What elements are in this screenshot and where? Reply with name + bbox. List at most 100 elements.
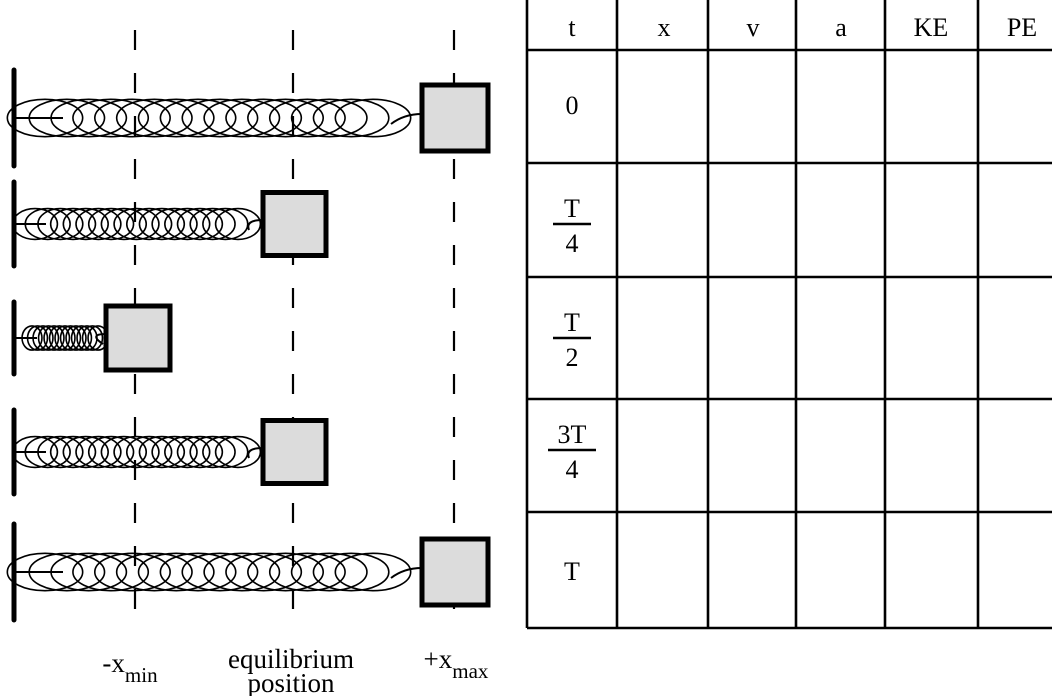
spring-coil <box>214 435 262 469</box>
spring-coil <box>43 325 65 351</box>
spring-system-4 <box>11 407 329 497</box>
spring-coil <box>189 435 236 469</box>
spring-coil <box>151 207 198 241</box>
spring-coil <box>26 325 49 351</box>
spring-coil <box>37 325 60 351</box>
spring-coil <box>100 207 148 241</box>
table-time-column: 0 T 4 T 2 3T 4 T <box>548 91 596 586</box>
mass-block <box>419 536 491 608</box>
spring-coil <box>247 552 325 592</box>
spring-coil <box>113 435 160 469</box>
spring-coil <box>290 98 368 138</box>
spring-tail-wire <box>247 447 264 459</box>
position-labels: -xmin equilibrium position +xmax <box>102 644 489 696</box>
spring-coil <box>81 325 104 351</box>
spring-coil <box>62 207 109 241</box>
spring-coil <box>115 98 193 138</box>
spring-coil <box>334 98 412 138</box>
mass-block <box>103 303 173 373</box>
spring-coil <box>21 325 43 351</box>
spring-coil <box>137 552 215 592</box>
spring-tail-wire <box>247 219 264 231</box>
xmin-label: -xmin <box>102 648 158 687</box>
spring-coil <box>164 207 211 241</box>
spring-coil <box>138 435 186 469</box>
spring-coil <box>176 207 224 241</box>
spring-coil <box>28 552 106 592</box>
spring-coil <box>37 435 84 469</box>
header-t: t <box>568 13 576 42</box>
spring-system-5 <box>6 521 491 623</box>
spring-coil <box>151 435 198 469</box>
spring-coil <box>202 435 249 469</box>
spring-coil <box>159 98 237 138</box>
spring-coil <box>93 98 171 138</box>
mass-block <box>419 82 491 154</box>
spring-coil <box>214 207 262 241</box>
spring-coil <box>113 207 160 241</box>
spring-coil <box>24 435 71 469</box>
spring-system-1 <box>6 67 491 169</box>
header-ke: KE <box>914 13 949 42</box>
spring-coil <box>50 98 128 138</box>
spring-coil <box>268 552 346 592</box>
spring-coil <box>137 98 215 138</box>
spring-system-3 <box>11 299 173 377</box>
spring-coil <box>125 207 173 241</box>
spring-coil <box>138 207 186 241</box>
spring-tail-wire <box>390 113 423 125</box>
spring-coil <box>334 552 412 592</box>
spring-coil <box>115 552 193 592</box>
spring-coil <box>75 435 122 469</box>
row-time-3t4-num: 3T <box>558 420 587 449</box>
spring-system-2 <box>11 179 329 269</box>
header-pe: PE <box>1007 13 1037 42</box>
spring-coil <box>50 552 128 592</box>
spring-coil <box>6 552 84 592</box>
spring-coil <box>59 325 82 351</box>
row-time-t2-den: 2 <box>566 343 579 372</box>
spring-coil <box>159 552 237 592</box>
spring-coil <box>49 207 97 241</box>
spring-coil <box>11 435 59 469</box>
row-time-t2-num: T <box>564 308 580 337</box>
spring-coil <box>225 552 303 592</box>
equilibrium-label: equilibrium <box>228 644 354 674</box>
spring-coil <box>72 552 150 592</box>
spring-coil <box>100 435 148 469</box>
xmax-label: +xmax <box>424 644 489 683</box>
spring-coil <box>72 98 150 138</box>
spring-coil <box>203 98 281 138</box>
spring-coil <box>290 552 368 592</box>
header-v: v <box>747 13 760 42</box>
spring-coil <box>93 552 171 592</box>
spring-mass-systems <box>6 67 491 623</box>
spring-coil <box>247 98 325 138</box>
spring-coil <box>164 435 211 469</box>
row-time-t4-num: T <box>564 194 580 223</box>
row-time-3t4-den: 4 <box>566 455 579 484</box>
spring-coil <box>312 98 390 138</box>
mass-block <box>260 190 329 258</box>
row-time-t: T <box>564 557 580 586</box>
header-a: a <box>835 13 847 42</box>
spring-coil <box>202 207 249 241</box>
spring-coil <box>181 552 259 592</box>
spring-tail-wire <box>95 333 107 345</box>
spring-coil <box>225 98 303 138</box>
header-x: x <box>658 13 671 42</box>
mass-block <box>260 418 329 486</box>
spring-coil <box>65 325 87 351</box>
spring-coil <box>48 325 71 351</box>
spring-tail-wire <box>390 567 423 579</box>
spring-coil <box>37 207 84 241</box>
spring-coil <box>312 552 390 592</box>
table-header-row: t x v a KE PE <box>568 13 1037 42</box>
spring-coil <box>203 552 281 592</box>
spring-coil <box>189 207 236 241</box>
spring-coil <box>24 207 71 241</box>
spring-coil <box>125 435 173 469</box>
spring-coil <box>32 325 54 351</box>
spring-coil <box>268 98 346 138</box>
